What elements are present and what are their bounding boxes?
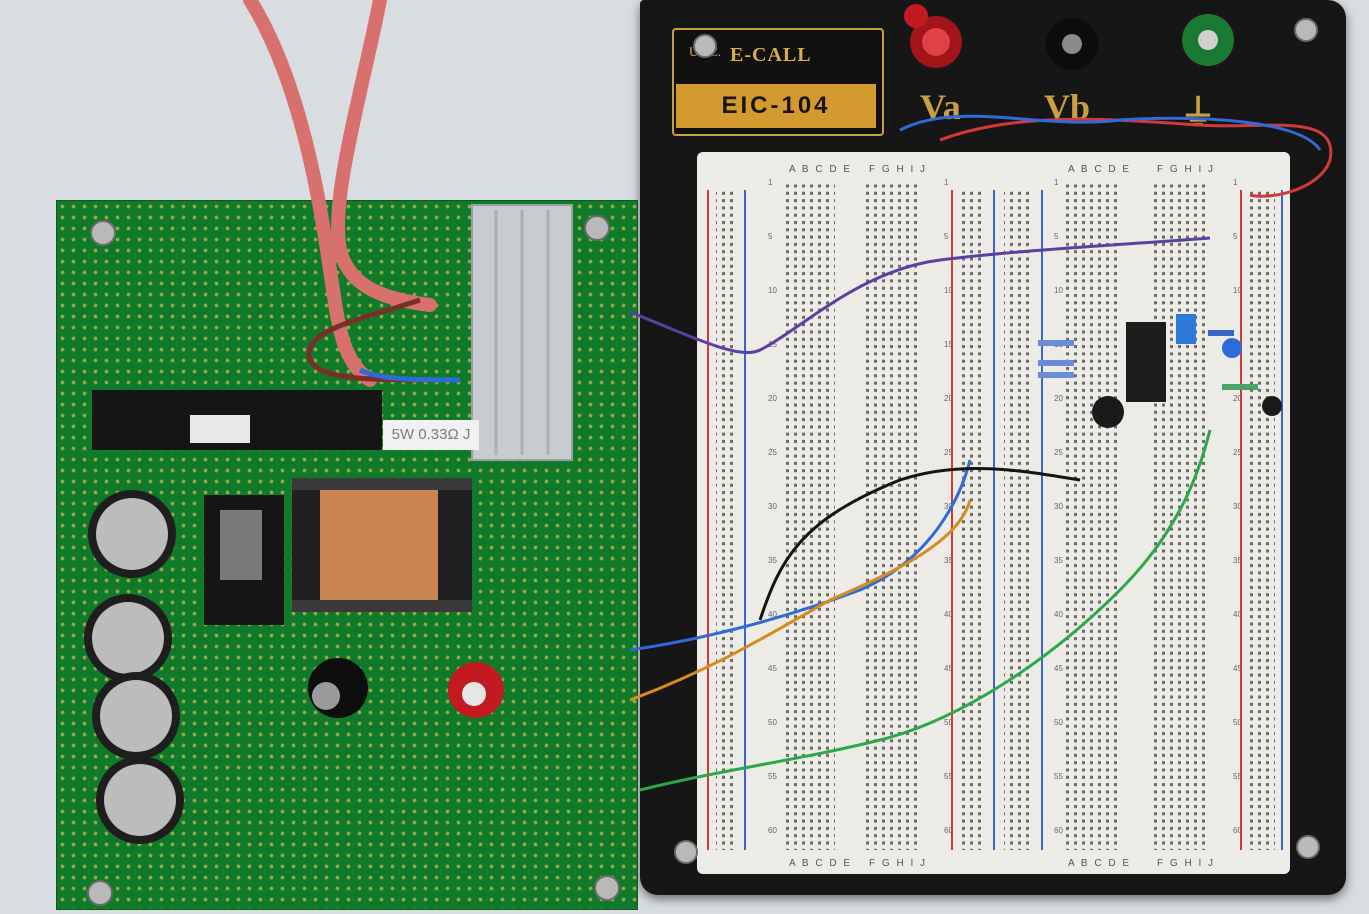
blue-wire-short	[358, 367, 461, 383]
model-number: EIC-104	[676, 84, 876, 128]
row-number: 10	[944, 286, 953, 295]
row-number: 1	[944, 178, 949, 187]
column-letters-bottom-right: F G H I J	[869, 858, 927, 869]
row-number: 45	[768, 664, 777, 673]
binding-post-va	[904, 4, 962, 68]
row-number: 5	[1054, 232, 1059, 241]
row-number: 35	[1054, 556, 1063, 565]
row-number: 60	[1233, 826, 1242, 835]
row-number: 20	[1233, 394, 1242, 403]
row-number: 30	[1233, 502, 1242, 511]
rail-holes-left	[716, 190, 738, 850]
column-letters-top-right: F G H I J	[869, 164, 927, 175]
row-number: 60	[768, 826, 777, 835]
rail-holes-right	[1249, 190, 1275, 850]
row-number: 25	[944, 448, 953, 457]
row-number: 45	[944, 664, 953, 673]
brown-wire	[306, 297, 441, 383]
aluminum-heatsink	[471, 204, 573, 461]
terminal-strip-f-j	[865, 182, 917, 850]
power-resistor-marking: 5W 0.33Ω J	[383, 420, 479, 450]
row-number: 35	[944, 556, 953, 565]
row-number: 55	[768, 772, 777, 781]
row-number: 40	[1054, 610, 1063, 619]
row-number: 55	[944, 772, 953, 781]
rail-holes-center-right	[1004, 190, 1034, 850]
jumper-wires	[629, 114, 1333, 792]
row-number: 5	[944, 232, 949, 241]
row-number: 50	[944, 718, 953, 727]
row-number: 40	[944, 610, 953, 619]
row-number: 35	[1233, 556, 1242, 565]
row-number: 50	[1054, 718, 1063, 727]
row-number: 5	[768, 232, 773, 241]
column-letters-top-right-2: F G H I J	[1157, 164, 1215, 175]
row-number: 30	[944, 502, 953, 511]
column-letters-bottom-right-2: F G H I J	[1157, 858, 1215, 869]
capacitors	[84, 490, 184, 844]
row-number: 60	[944, 826, 953, 835]
perfboard-post-black	[308, 658, 368, 718]
column-letters-top-left: A B C D E	[789, 164, 853, 175]
terminal-strip-f-j-2	[1152, 182, 1208, 850]
row-number: 30	[1054, 502, 1063, 511]
row-number: 10	[1233, 286, 1242, 295]
terminal-strip-a-e	[783, 182, 835, 850]
row-number: 50	[1233, 718, 1242, 727]
row-number: 30	[768, 502, 777, 511]
row-number: 50	[768, 718, 777, 727]
rail-holes-center-left	[960, 190, 986, 850]
breadboard-circuit	[1038, 314, 1282, 428]
brand-name: E-CALL	[730, 44, 812, 66]
row-number: 1	[1233, 178, 1238, 187]
row-number: 10	[768, 286, 777, 295]
row-number: 45	[1054, 664, 1063, 673]
row-number: 55	[1054, 772, 1063, 781]
row-number: 40	[1233, 610, 1242, 619]
perfboard-post-red	[448, 662, 504, 718]
row-number: 1	[768, 178, 773, 187]
regulator-chip	[190, 415, 250, 443]
column-letters-bottom-left: A B C D E	[789, 858, 853, 869]
row-number: 10	[1054, 286, 1063, 295]
row-number: 40	[768, 610, 777, 619]
terminal-strip-a-e-2	[1064, 182, 1120, 850]
binding-post-vb	[1046, 18, 1098, 70]
row-number: 5	[1233, 232, 1238, 241]
row-number: 55	[1233, 772, 1242, 781]
mosfet	[220, 510, 262, 580]
red-power-cables	[243, 0, 437, 387]
column-letters-top-left-2: A B C D E	[1068, 164, 1132, 175]
row-number: 20	[768, 394, 777, 403]
row-number: 25	[1054, 448, 1063, 457]
row-number: 25	[1233, 448, 1242, 457]
binding-post-ground	[1182, 14, 1234, 66]
row-number: 60	[1054, 826, 1063, 835]
row-number: 35	[768, 556, 777, 565]
row-number: 1	[1054, 178, 1059, 187]
row-number: 25	[768, 448, 777, 457]
row-number: 45	[1233, 664, 1242, 673]
column-letters-bottom-left-2: A B C D E	[1068, 858, 1132, 869]
screws	[87, 18, 1320, 906]
row-number: 15	[944, 340, 953, 349]
copper-transformer	[292, 478, 472, 612]
row-number: 20	[1054, 394, 1063, 403]
row-number: 20	[944, 394, 953, 403]
power-rails	[707, 190, 1283, 850]
